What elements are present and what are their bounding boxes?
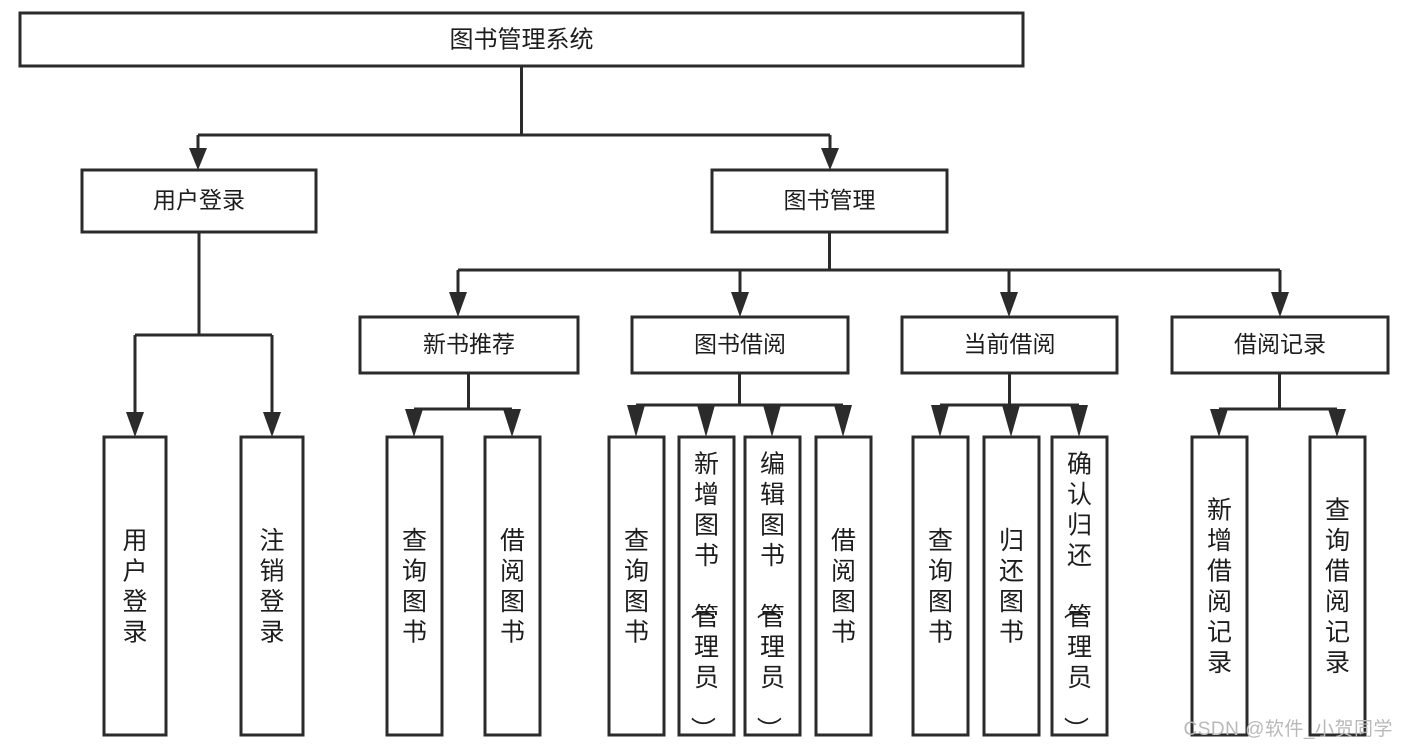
leaf-label: 确认归还（管理员） — [1061, 451, 1092, 742]
leaf-node[interactable]: 注销登录 — [239, 435, 305, 737]
new-book-recommend-label: 新书推荐 — [423, 331, 515, 357]
leaf-box — [385, 435, 444, 737]
arrow-head-leaf-user-login — [126, 412, 144, 437]
node-user-login[interactable]: 用户登录 — [80, 168, 318, 234]
leaf-label: 新增图书（管理员） — [688, 451, 719, 742]
node-root-system[interactable]: 图书管理系统 — [18, 11, 1025, 68]
leaf-label: 查询图书 — [624, 527, 649, 647]
arrow-head-leaf-logout — [263, 412, 281, 437]
leaf-label: 注销登录 — [259, 527, 284, 647]
arrow-head-current-leaf-2 — [1002, 405, 1020, 437]
borrow-record-box — [1170, 315, 1390, 375]
leaf-node[interactable]: 查询图书 — [385, 435, 444, 737]
leaf-node[interactable]: 确认归还（管理员） — [1050, 435, 1109, 742]
leaf-label: 查询图书 — [402, 527, 427, 647]
arrow-head-current-leaf-1 — [931, 405, 949, 437]
root-label: 图书管理系统 — [450, 26, 594, 53]
arrow-head-book-manage — [821, 148, 839, 170]
arrow-head-borrow-leaf-1 — [627, 405, 645, 437]
leaf-node[interactable]: 查询图书 — [607, 435, 666, 737]
user-login-box — [80, 168, 318, 234]
leaf-label: 用户登录 — [122, 527, 147, 647]
leaf-box — [102, 435, 168, 737]
leaf-box — [239, 435, 305, 737]
leaf-box — [483, 435, 542, 737]
arrow-head-record-leaf-1 — [1210, 409, 1228, 437]
current-borrow-box — [900, 315, 1119, 375]
leaf-node[interactable]: 查询图书 — [911, 435, 970, 737]
book-management-box — [710, 168, 949, 234]
leaf-node[interactable]: 查询借阅记录 — [1308, 435, 1367, 737]
connector-layer — [126, 66, 1346, 437]
leaf-box — [677, 435, 736, 737]
arrow-head-user-login — [189, 148, 207, 170]
borrow-record-label: 借阅记录 — [1234, 331, 1326, 357]
leaf-box — [1190, 435, 1249, 737]
arrow-head-borrow-leaf-4 — [834, 405, 852, 437]
leaf-label: 借阅图书 — [831, 527, 856, 647]
leaf-box — [607, 435, 666, 737]
arrow-head-book-borrow — [731, 292, 749, 317]
book-borrow-box — [630, 315, 850, 375]
leaf-node[interactable]: 编辑图书（管理员） — [743, 435, 802, 742]
node-borrow-record[interactable]: 借阅记录 — [1170, 315, 1390, 375]
leaf-node[interactable]: 新增图书（管理员） — [677, 435, 736, 742]
csdn-watermark: CSDN @软件_小贺同学 — [1183, 719, 1393, 740]
leaf-label: 查询图书 — [928, 527, 953, 647]
leaf-label: 借阅图书 — [500, 527, 525, 647]
arrow-head-current-leaf-3 — [1070, 405, 1088, 437]
node-book-borrow[interactable]: 图书借阅 — [630, 315, 850, 375]
arrow-head-borrow-leaf-2 — [697, 405, 715, 437]
node-new-book-recommend[interactable]: 新书推荐 — [358, 315, 580, 375]
arrow-head-borrow-leaf-3 — [763, 405, 781, 437]
leaf-node[interactable]: 借阅图书 — [814, 435, 873, 737]
leaf-label: 查询借阅记录 — [1325, 496, 1350, 677]
leaf-label: 归还图书 — [999, 527, 1024, 647]
arrow-head-new-book-rec — [449, 292, 467, 317]
arrow-head-record-leaf-2 — [1328, 409, 1346, 437]
leaf-box — [814, 435, 873, 737]
leaf-box — [743, 435, 802, 737]
leaf-node[interactable]: 借阅图书 — [483, 435, 542, 737]
arrow-head-newbook-leaf-2 — [503, 409, 521, 437]
book-management-label: 图书管理 — [784, 187, 876, 213]
arrow-head-current-borrow — [1000, 292, 1018, 317]
leaf-node[interactable]: 新增借阅记录 — [1190, 435, 1249, 737]
node-book-management[interactable]: 图书管理 — [710, 168, 949, 234]
leaf-box — [1050, 435, 1109, 737]
arrow-head-newbook-leaf-1 — [405, 409, 423, 437]
leaf-label: 编辑图书（管理员） — [754, 451, 785, 742]
leaf-label: 新增借阅记录 — [1207, 496, 1232, 677]
leaf-node[interactable]: 用户登录 — [102, 435, 168, 737]
leaf-node[interactable]: 归还图书 — [982, 435, 1041, 737]
book-borrow-label: 图书借阅 — [694, 331, 786, 357]
current-borrow-label: 当前借阅 — [964, 331, 1056, 357]
leaf-box — [911, 435, 970, 737]
leaf-box — [1308, 435, 1367, 737]
user-login-label: 用户登录 — [153, 187, 245, 213]
new-book-recommend-box — [358, 315, 580, 375]
root-box — [18, 11, 1025, 68]
node-current-borrow[interactable]: 当前借阅 — [900, 315, 1119, 375]
leaf-box — [982, 435, 1041, 737]
arrow-head-borrow-record — [1271, 292, 1289, 317]
leaf-node-layer: 用户登录 注销登录 查询图书 借阅图书 查询图书 新增图书（管理员） 编辑图书（管理员） 借阅… — [102, 435, 1367, 742]
